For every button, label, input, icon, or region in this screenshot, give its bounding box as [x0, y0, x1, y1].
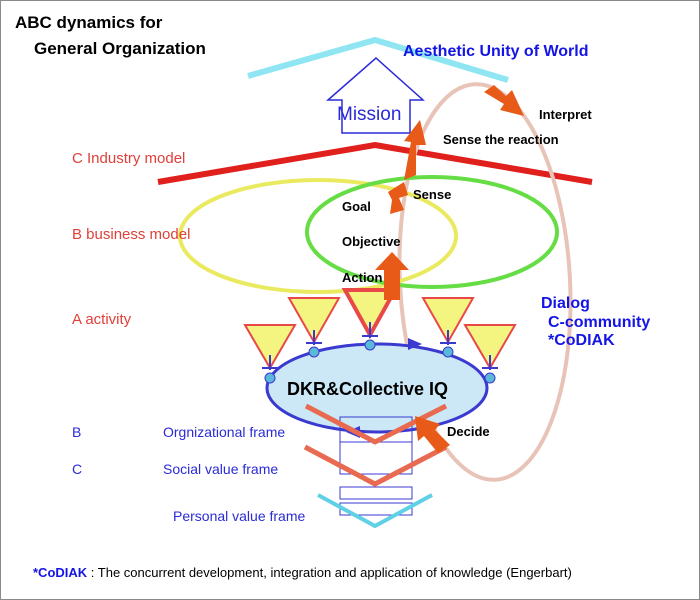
triangle-ticks — [262, 322, 498, 370]
industry-roof-line — [157, 141, 593, 185]
frame-letter-b: B — [72, 424, 82, 440]
activity-triangles — [243, 288, 517, 370]
activity-triangle — [421, 297, 475, 345]
cycle-arrow-right — [408, 338, 422, 350]
footnote: *CoDIAK : The concurrent development, in… — [33, 566, 572, 579]
dkr-ellipse — [265, 342, 489, 434]
action-arrow — [375, 252, 409, 300]
personal-value-frame-label: Personal value frame — [173, 508, 306, 524]
activity-triangle — [341, 288, 399, 340]
aesthetic-roof-line — [247, 36, 509, 83]
dialog-label: Dialog — [541, 295, 590, 312]
organizational-frame-label: Orgnizational frame — [163, 424, 286, 440]
interpret-arrow — [484, 85, 524, 116]
social-frame-chevron — [303, 444, 448, 487]
activity-triangle — [243, 324, 297, 370]
objective-label: Objective — [342, 234, 401, 249]
aesthetic-unity-label: Aesthetic Unity of World — [403, 43, 589, 60]
footnote-text: : The concurrent development, integratio… — [87, 565, 572, 580]
interpret-label: Interpret — [539, 107, 592, 122]
c-community-label: C-community — [548, 314, 651, 331]
dkr-collective-iq-label: DKR&Collective IQ — [287, 379, 449, 399]
sense-reaction-arrow — [404, 120, 426, 180]
social-value-frame-label: Social value frame — [163, 461, 279, 477]
node-dots — [264, 339, 496, 384]
activity-label: A activity — [72, 311, 132, 328]
goal-ring — [305, 175, 559, 289]
decide-label: Decide — [447, 424, 490, 439]
business-model-ring — [178, 178, 458, 294]
sense-arrow — [388, 182, 408, 214]
mission-label: Mission — [337, 104, 402, 125]
industry-model-label: C Industry model — [72, 150, 186, 167]
footnote-key: *CoDIAK — [33, 565, 88, 580]
decide-arrow — [415, 416, 450, 453]
activity-triangle — [287, 297, 341, 345]
orange-arrows — [375, 85, 524, 453]
mission-house-arrow — [326, 56, 425, 134]
organizational-frame-chevron — [304, 403, 448, 445]
diagram-title-line2: General Organization — [34, 39, 206, 58]
codiak-label: *CoDIAK — [548, 332, 615, 349]
goal-label: Goal — [342, 199, 371, 214]
activity-triangle — [463, 324, 517, 370]
sense-reaction-label: Sense the reaction — [443, 132, 559, 147]
action-label: Action — [342, 270, 383, 285]
diagram-title-line1: ABC dynamics for — [15, 13, 163, 32]
frame-letter-c: C — [72, 461, 83, 477]
personal-frame-chevron — [317, 493, 433, 529]
sense-label: Sense — [413, 187, 452, 202]
business-model-label: B business model — [72, 226, 191, 243]
